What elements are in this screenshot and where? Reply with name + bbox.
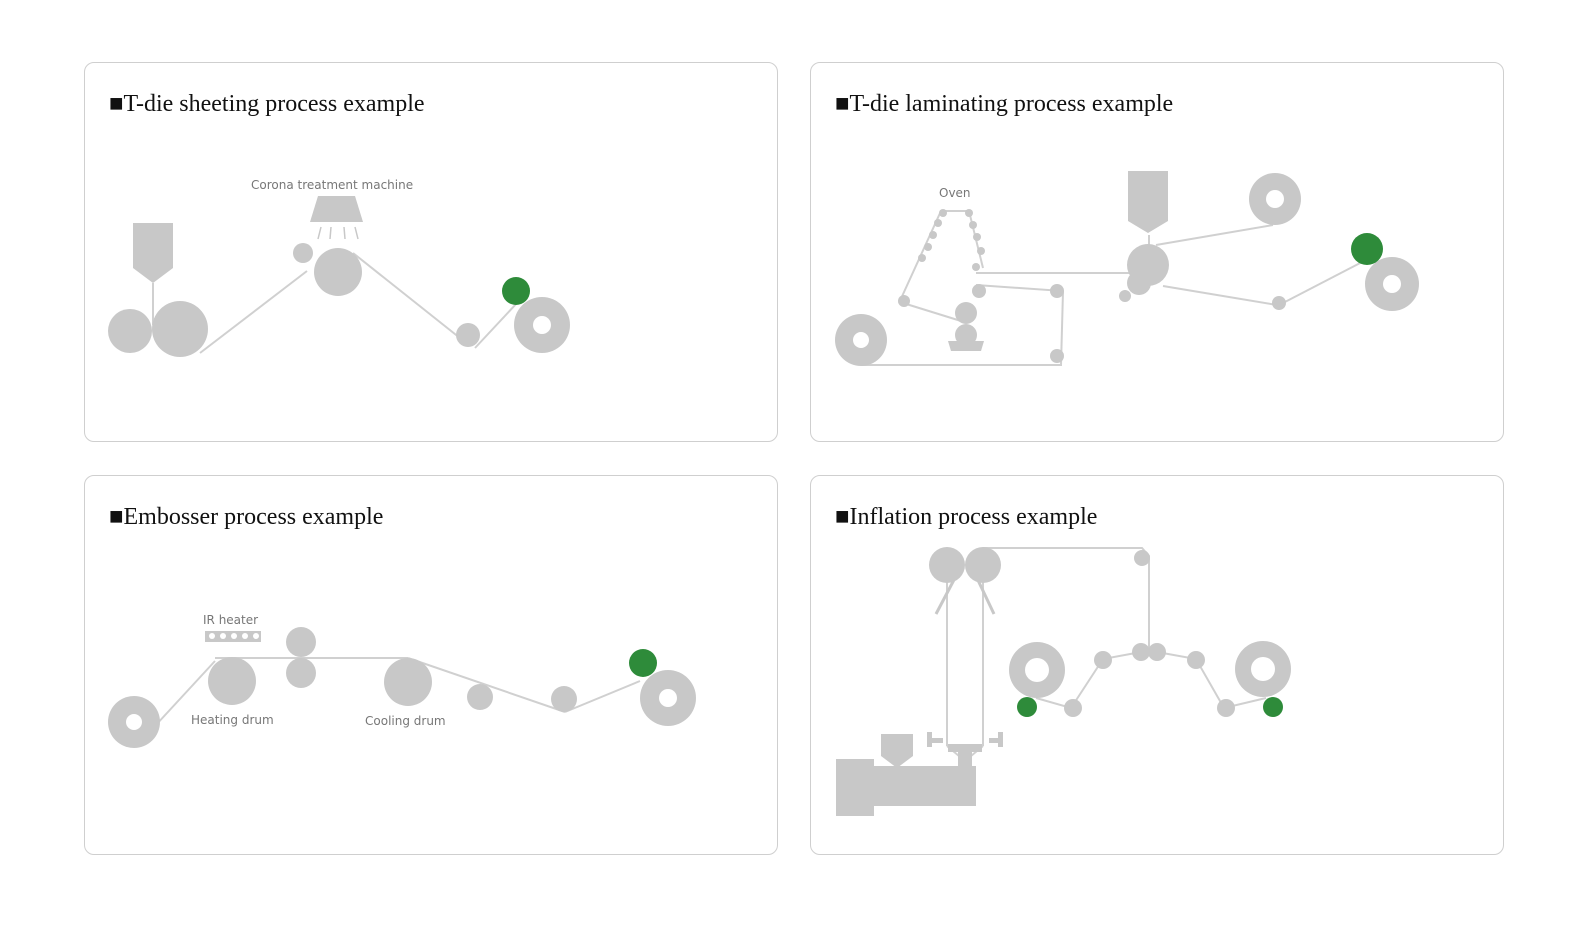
ir-heater-elements — [209, 633, 259, 639]
card-inflation: ■Inflation process example — [810, 475, 1504, 855]
film-path — [154, 657, 641, 727]
cast-roll-large — [152, 301, 208, 357]
label-cooling-drum: Cooling drum — [365, 714, 446, 728]
cast-roll-small — [108, 309, 152, 353]
hopper-icon — [881, 734, 913, 768]
guide-rolls — [1064, 643, 1235, 717]
t-die-icon — [1128, 171, 1168, 233]
card-tdie-laminating: ■T-die laminating process example Oven — [810, 62, 1504, 442]
film-path — [152, 252, 518, 354]
label-heating-drum: Heating drum — [191, 713, 274, 727]
card-title: ■Inflation process example — [835, 504, 1098, 530]
label-oven: Oven — [939, 186, 971, 200]
highlight-roll-green-left — [1017, 697, 1037, 717]
coating-pan-roll — [955, 324, 977, 346]
emboss-roll-bottom — [286, 658, 316, 688]
winder-left-core — [1025, 658, 1049, 682]
t-die-icon — [133, 223, 173, 283]
treater-roll — [314, 248, 362, 296]
pinch-roll-right — [965, 547, 1001, 583]
pinch-roll-left — [929, 547, 965, 583]
guide-roll-bottom — [456, 323, 480, 347]
substrate-core — [1266, 190, 1284, 208]
guide-roll-top — [1134, 550, 1150, 566]
winder-core — [1383, 275, 1401, 293]
corona-treater-icon — [310, 196, 363, 222]
unwinder-core — [126, 714, 142, 730]
laminating-diagram: Oven — [835, 171, 1419, 366]
unwinder-core — [853, 332, 869, 348]
highlight-roll-green-right — [1263, 697, 1283, 717]
winder-core — [533, 316, 551, 334]
card-title: ■T-die sheeting process example — [109, 91, 425, 117]
highlight-roll-green — [502, 277, 530, 305]
card-title: ■T-die laminating process example — [835, 91, 1174, 117]
inflation-diagram — [836, 547, 1291, 816]
winder-right-core — [1251, 657, 1275, 681]
guide-roll — [467, 684, 493, 710]
die-assembly-icon — [927, 732, 1003, 766]
card-title: ■Embosser process example — [109, 504, 384, 530]
coating-roll — [955, 302, 977, 324]
highlight-roll-green — [1351, 233, 1383, 265]
extruder-motor-icon — [836, 759, 874, 816]
card-tdie-sheeting: ■T-die sheeting process example Corona t… — [84, 62, 778, 442]
label-corona: Corona treatment machine — [251, 178, 413, 192]
highlight-roll-green — [629, 649, 657, 677]
emboss-roll-top — [286, 627, 316, 657]
label-ir-heater: IR heater — [203, 613, 258, 627]
nip-roll — [1127, 271, 1151, 295]
card-embosser: ■Embosser process example IR heater Heat… — [84, 475, 778, 855]
winder-core — [659, 689, 677, 707]
extruder-icon — [871, 766, 976, 806]
corona-discharge-icon — [317, 226, 359, 240]
cooling-drum — [384, 658, 432, 706]
small-roll — [1119, 290, 1131, 302]
guide-roll-bottom — [1272, 296, 1286, 310]
guide-roll-small — [293, 243, 313, 263]
guide-roll-bottom — [551, 686, 577, 712]
oven-guide-rolls — [898, 209, 1064, 363]
sheeting-diagram: Corona treatment machine — [108, 178, 570, 357]
coating-pan-icon — [948, 341, 984, 351]
embosser-diagram: IR heater Heating drum Cooling drum — [108, 613, 696, 748]
heating-drum — [208, 657, 256, 705]
